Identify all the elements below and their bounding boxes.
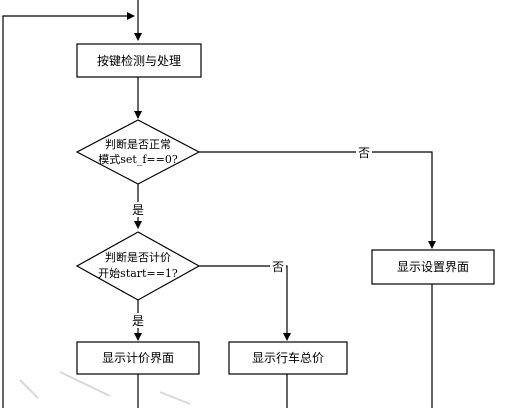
- edge-label-bg-normal-yes: [130, 202, 146, 217]
- decision-normal-mode: 判断是否正常 模式set_f==0?: [75, 119, 201, 185]
- node-show-total: 显示行车总价: [228, 341, 348, 375]
- edge-label-billing-no: 否: [272, 260, 284, 274]
- node-show-billing-label: 显示计价界面: [102, 351, 174, 365]
- edge-label-normal-yes: 是: [132, 203, 144, 217]
- edge-label-bg-normal-no: [356, 145, 372, 160]
- decision-billing-start: 判断是否计价 开始start==1?: [75, 231, 201, 301]
- node-key-process-label: 按键检测与处理: [97, 53, 181, 68]
- node-key-process: 按键检测与处理: [76, 43, 202, 78]
- edge-decision2-no: [199, 265, 291, 341]
- decision-normal-line1: 判断是否正常: [105, 137, 171, 151]
- decision-billing-line1: 判断是否计价: [105, 250, 171, 264]
- edge-decision1-no: [199, 151, 436, 249]
- edge-label-normal-no: 否: [358, 146, 370, 160]
- edge-label-billing-yes: 是: [132, 314, 144, 328]
- exit-edges: [137, 284, 433, 408]
- decision-billing-line2: 开始start==1?: [98, 266, 178, 280]
- decision-normal-line2: 模式set_f==0?: [98, 153, 178, 166]
- node-show-settings: 显示设置界面: [371, 249, 495, 285]
- node-show-billing: 显示计价界面: [76, 341, 200, 375]
- loop-back-edge: [2, 12, 135, 408]
- node-show-settings-label: 显示设置界面: [397, 260, 469, 274]
- edge-label-bg-billing-no: [270, 259, 286, 274]
- edge-label-bg-billing-yes: [130, 313, 146, 328]
- watermark-strokes: [19, 371, 191, 405]
- node-show-total-label: 显示行车总价: [252, 350, 324, 365]
